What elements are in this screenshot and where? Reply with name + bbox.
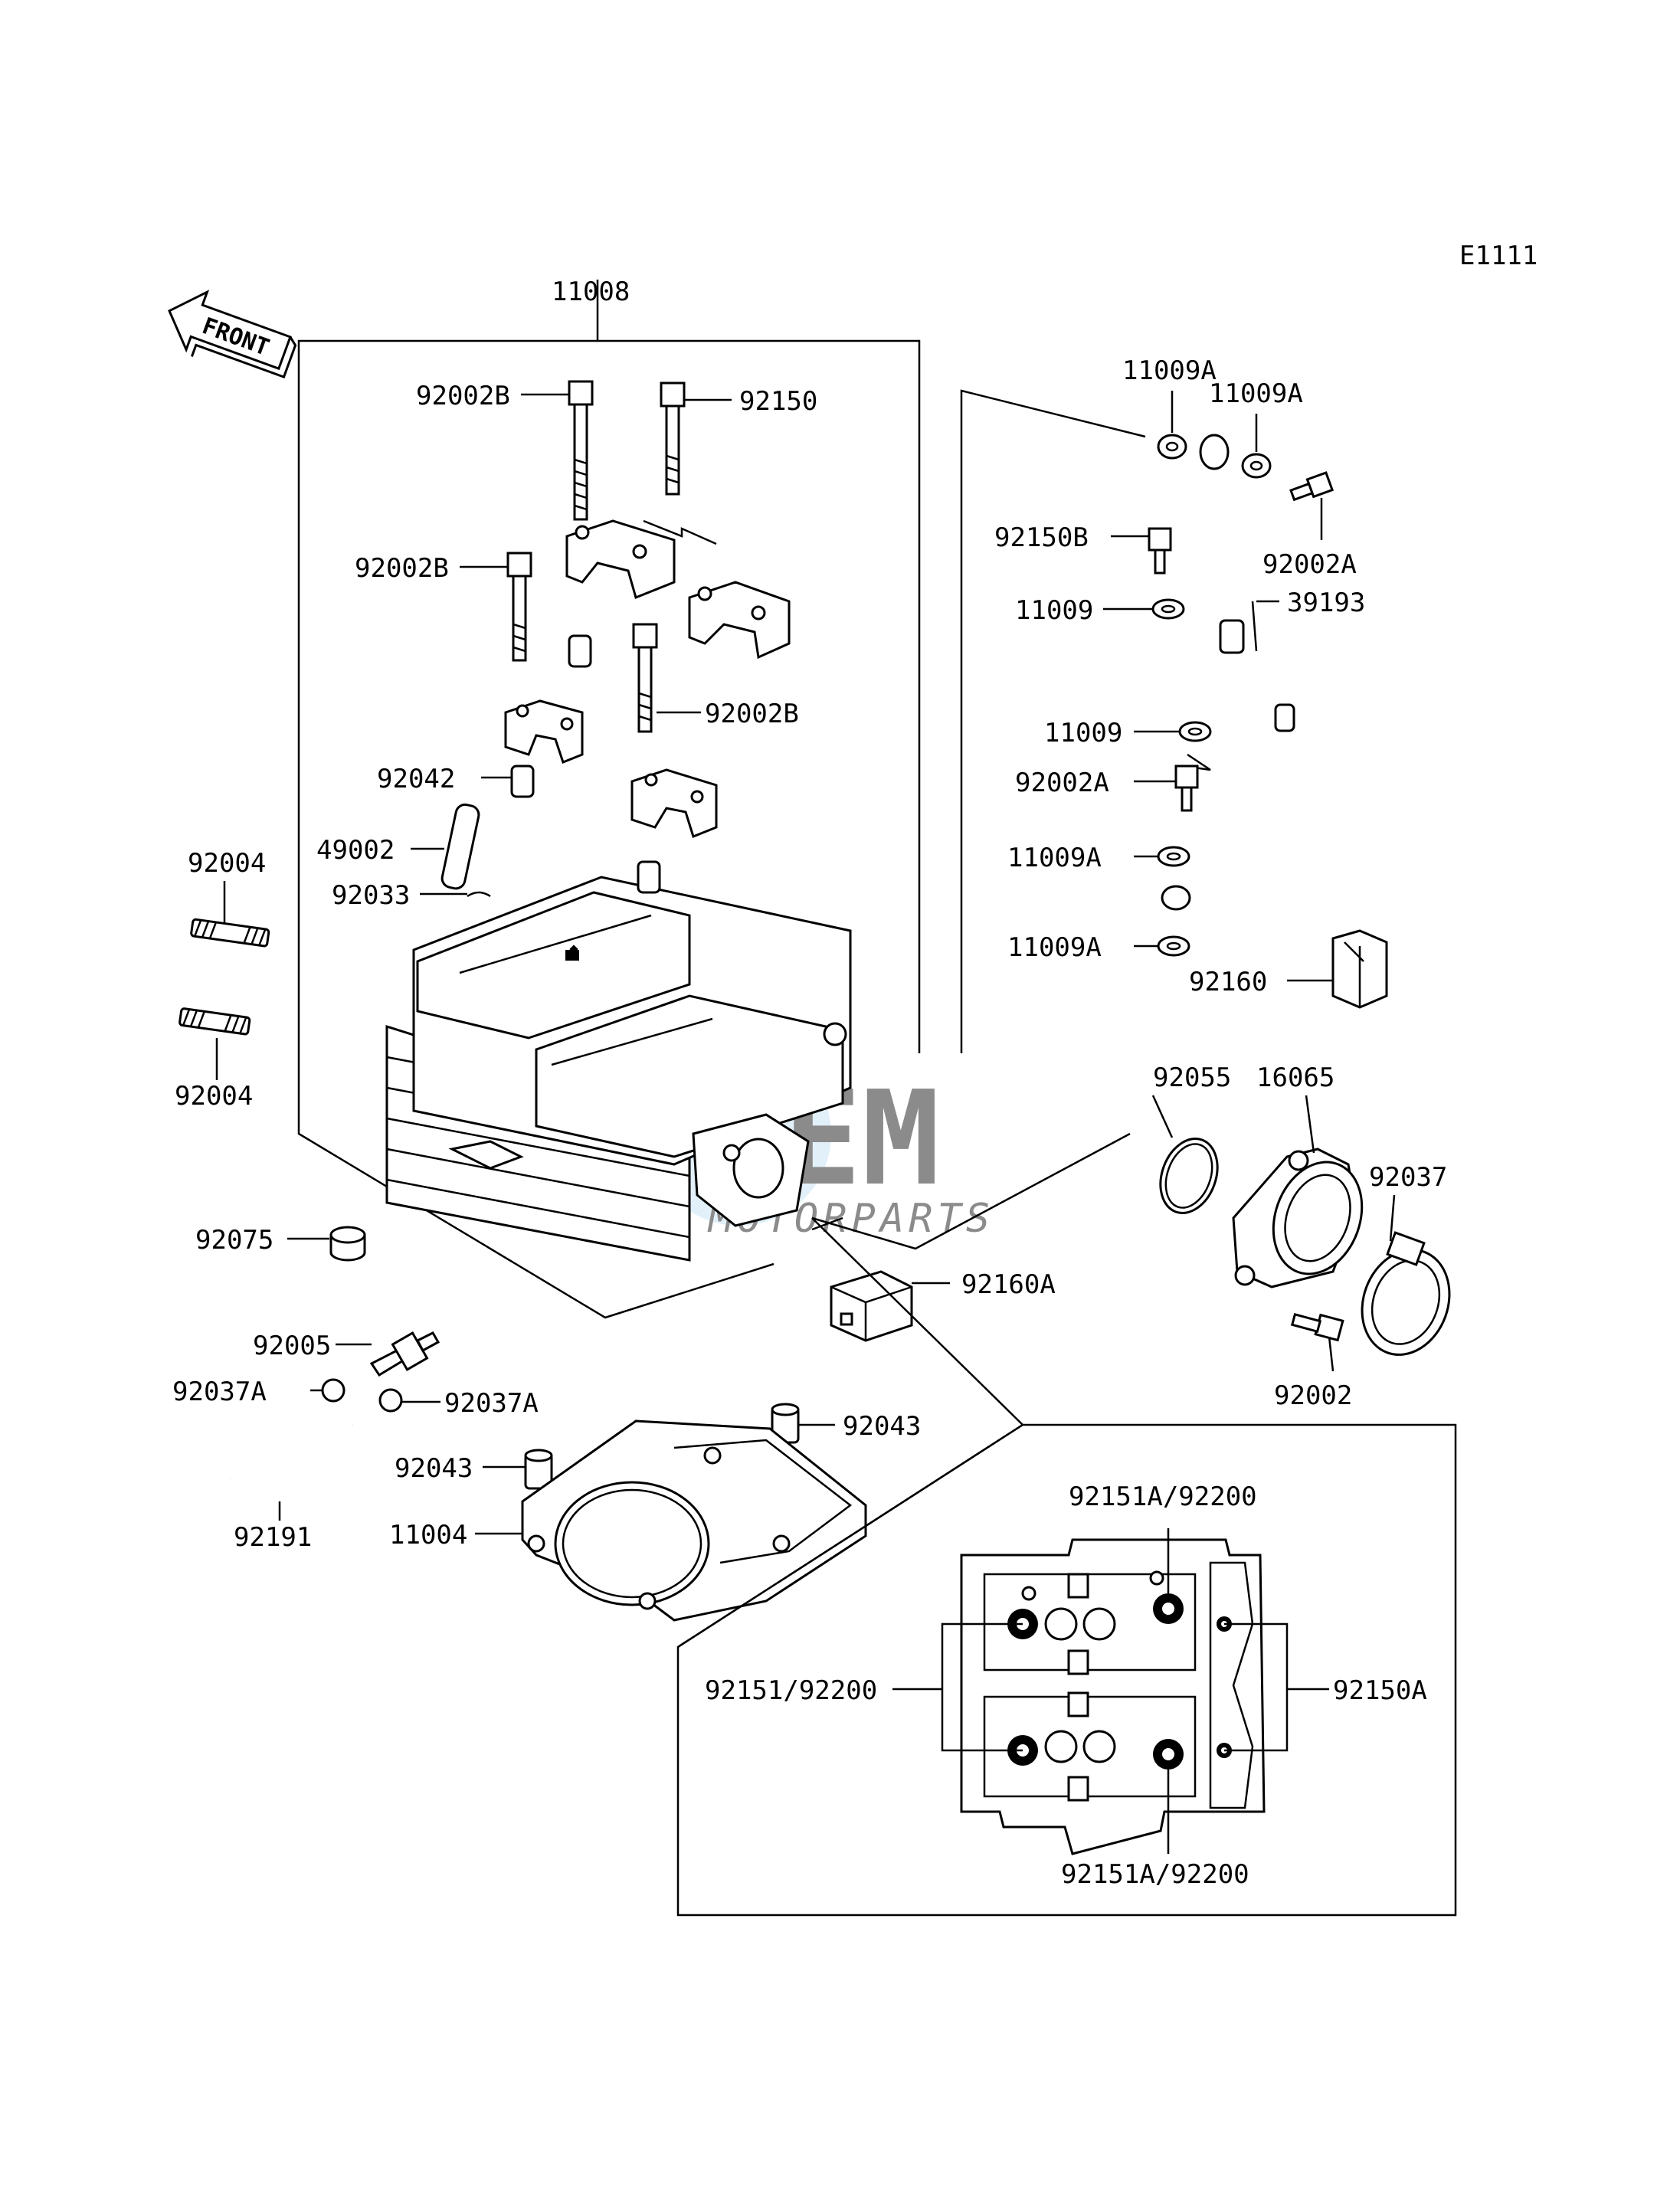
label-92151A-top: 92151A/92200	[1069, 1482, 1257, 1512]
label-92002A-left: 92002A	[1015, 768, 1109, 798]
head-bolts	[440, 380, 686, 898]
bolt-92002B-1	[568, 380, 594, 521]
dowels-92043	[524, 1403, 800, 1490]
dowel-upper	[568, 634, 592, 668]
bolt-92002B-3	[632, 623, 658, 733]
label-92055: 92055	[1153, 1062, 1231, 1093]
oil-pipe-bolts	[1148, 471, 1335, 812]
hose-92191	[215, 1378, 403, 1482]
label-92004-bottom: 92004	[175, 1081, 253, 1112]
washers-11009	[1151, 434, 1272, 957]
label-92002A-right: 92002A	[1262, 549, 1357, 580]
cylinder-head-assembly-frame	[297, 280, 921, 1319]
label-92043-right: 92043	[843, 1411, 921, 1442]
dowel-92042	[510, 765, 535, 798]
label-11008: 11008	[552, 277, 630, 307]
label-11009-1: 11009	[1015, 595, 1093, 626]
label-92160: 92160	[1189, 967, 1267, 997]
label-92033: 92033	[332, 880, 410, 911]
intake-leader	[811, 1132, 1131, 1250]
label-92004-top: 92004	[188, 848, 266, 879]
label-49002: 49002	[316, 835, 395, 866]
label-92151: 92151/92200	[705, 1675, 877, 1706]
torque-inset	[676, 1217, 1457, 1917]
label-39193: 39193	[1287, 588, 1365, 618]
head-gasket-11004	[521, 1419, 867, 1622]
cylinder-head	[385, 876, 852, 1262]
screw-92002	[1290, 1313, 1344, 1342]
label-11009A-4: 11009A	[1007, 932, 1102, 963]
fitting-92005	[369, 1331, 440, 1377]
holder-16065	[1232, 1148, 1364, 1288]
label-92002B-2: 92002B	[355, 553, 449, 584]
label-11009A-2: 11009A	[1209, 378, 1303, 409]
label-11009A-1: 11009A	[1122, 355, 1217, 386]
label-92037A-left: 92037A	[172, 1377, 267, 1407]
label-92002B-3: 92002B	[705, 699, 799, 729]
label-92043-left: 92043	[395, 1453, 473, 1484]
label-11009-2: 11009	[1044, 718, 1122, 748]
label-92002B-1: 92002B	[416, 381, 510, 411]
label-92037A-right: 92037A	[444, 1388, 539, 1419]
label-11009A-3: 11009A	[1007, 843, 1102, 873]
bolt-92150	[660, 381, 686, 496]
label-92151A-bottom: 92151A/92200	[1061, 1859, 1249, 1890]
leader-lines	[215, 391, 1396, 1535]
block-92160A	[830, 1270, 913, 1342]
dowel-lower	[637, 860, 661, 894]
part-labels: 11008 92002B 92150 92002B 92002B 92042 4…	[172, 277, 1447, 1890]
clip-92033	[467, 891, 491, 898]
block-92160	[1331, 929, 1388, 1009]
label-16065: 16065	[1256, 1062, 1335, 1093]
label-92042: 92042	[377, 764, 455, 794]
front-arrow-icon: FRONT	[168, 290, 297, 379]
label-92005: 92005	[253, 1331, 331, 1361]
diagram-code: E1111	[1459, 241, 1538, 271]
valve-49002	[440, 803, 480, 890]
label-92150: 92150	[739, 386, 817, 417]
label-92037: 92037	[1369, 1162, 1447, 1193]
o-ring-92055	[1159, 1138, 1219, 1214]
oil-pipe-39193	[1161, 434, 1421, 950]
camshaft-caps	[504, 519, 791, 838]
label-92191: 92191	[234, 1522, 312, 1553]
label-92002: 92002	[1274, 1380, 1352, 1411]
label-92150A: 92150A	[1333, 1675, 1427, 1706]
studs-92004	[178, 918, 270, 1036]
label-92075: 92075	[195, 1225, 273, 1256]
label-11004: 11004	[389, 1520, 467, 1550]
cap-92075	[329, 1226, 366, 1262]
label-92150B: 92150B	[994, 522, 1089, 553]
label-92160A: 92160A	[961, 1269, 1056, 1300]
clamp-92037	[1361, 1231, 1451, 1356]
bolt-92002B-2	[506, 552, 532, 662]
